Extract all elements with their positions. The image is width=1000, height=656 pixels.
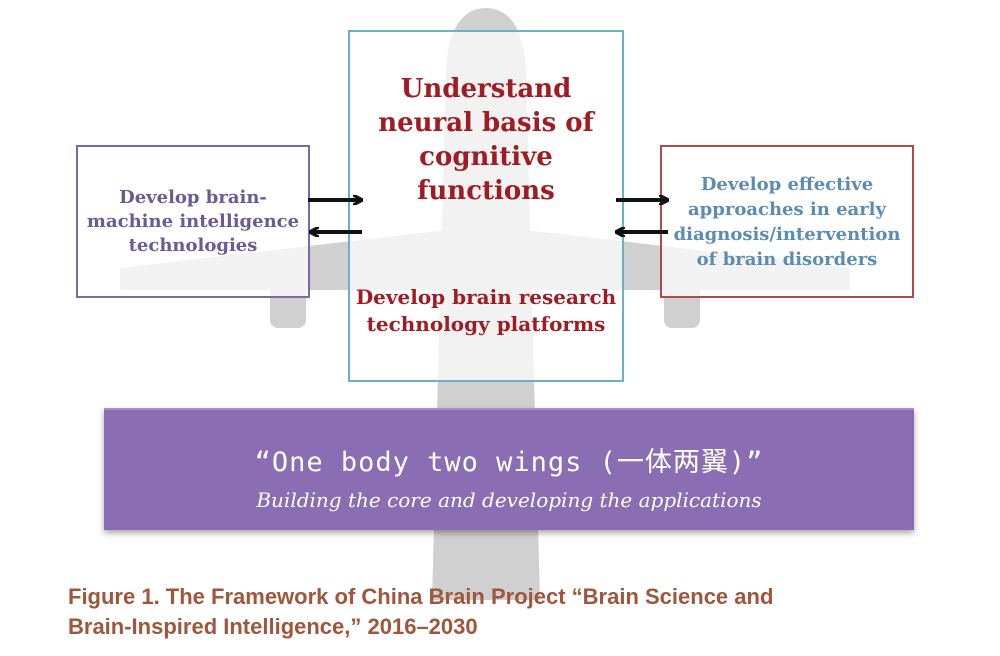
core-text: Understand neural basis of cognitive fun… [378, 74, 594, 206]
right-wing-box: Develop effective approaches in early di… [660, 145, 914, 298]
left-wing-box: Develop brain-machine intelligence techn… [76, 145, 310, 298]
right-wing-text: Develop effective approaches in early di… [673, 173, 901, 270]
banner-title: “One body two wings (一体两翼)” [254, 447, 764, 478]
one-body-two-wings-banner: “One body two wings (一体两翼)” Building the… [104, 408, 914, 530]
platforms-text: Develop brain research technology platfo… [355, 285, 617, 336]
caption-line-1: Figure 1. The Framework of China Brain P… [68, 584, 774, 609]
core-box: Understand neural basis of cognitive fun… [348, 30, 624, 382]
caption-line-2: Brain-Inspired Intelligence,” 2016–2030 [68, 614, 478, 639]
left-wing-text: Develop brain-machine intelligence techn… [86, 186, 300, 256]
banner-subtitle: Building the core and developing the app… [256, 488, 762, 512]
figure-caption: Figure 1. The Framework of China Brain P… [68, 582, 968, 642]
